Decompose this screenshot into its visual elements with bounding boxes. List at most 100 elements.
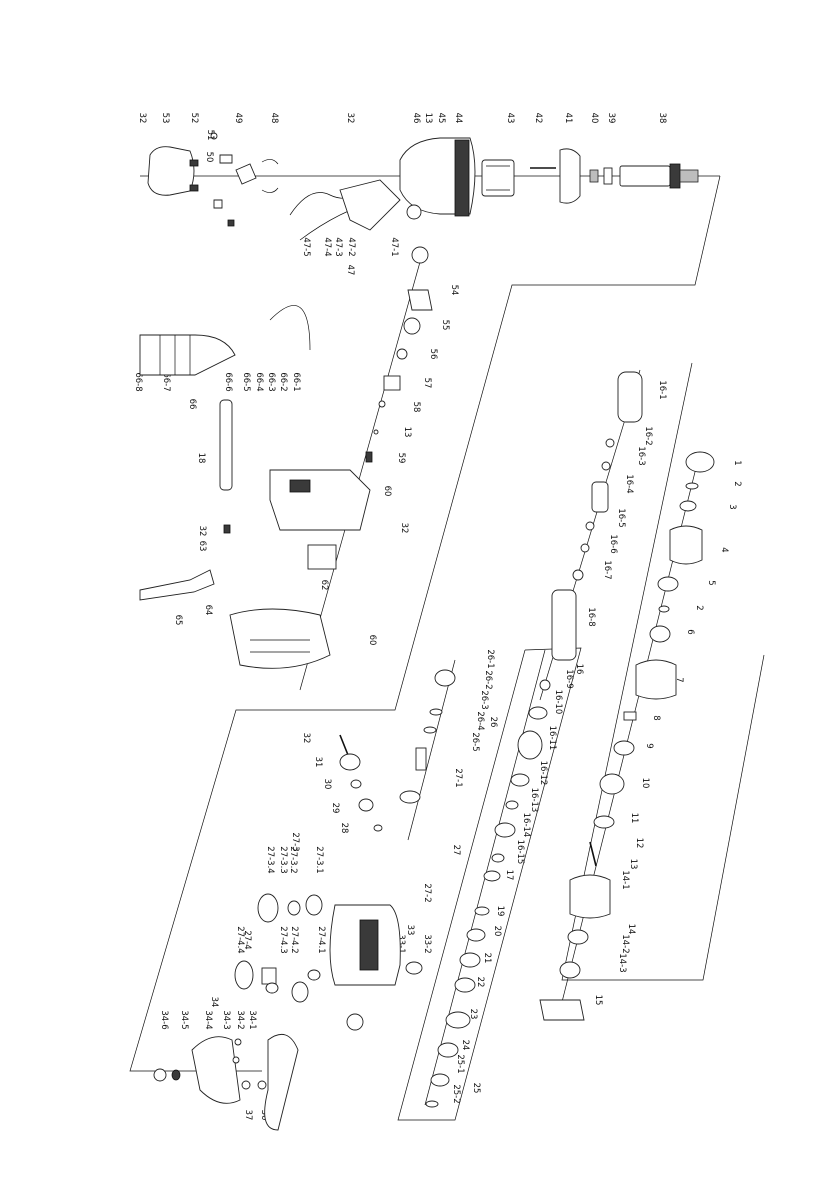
spring-10	[599, 773, 625, 795]
part-label-l37: 37	[243, 1110, 253, 1121]
section-frames	[129, 175, 765, 1121]
washer-5	[657, 576, 679, 592]
spring-6	[649, 625, 671, 643]
part-label-l58: 58	[411, 402, 421, 413]
ring-9	[613, 740, 635, 756]
ring-26-3	[429, 708, 443, 716]
spindle-group	[425, 371, 643, 1108]
marker-A1	[411, 246, 429, 264]
part-label-l8: 8	[651, 715, 661, 720]
bearing-20	[466, 928, 486, 942]
part-label-l45: 45	[436, 113, 446, 124]
part-label-l22: 22	[475, 977, 485, 988]
part-label-l66: 66	[187, 399, 197, 410]
shaft-27-3.2	[287, 900, 301, 916]
stator-43	[481, 159, 515, 197]
part-label-l66_6: 66-6	[223, 372, 233, 391]
part-label-l39: 39	[606, 113, 616, 124]
commutator-38	[679, 169, 699, 183]
part-label-l33_1: 33-1	[396, 934, 406, 953]
seal-34-6	[153, 1068, 167, 1082]
part-label-l14_3: 14-3	[617, 953, 627, 972]
part-label-l32d: 32	[197, 526, 207, 537]
part-label-l47_5: 47-5	[301, 237, 311, 256]
cover-34	[191, 1036, 241, 1104]
motor-group	[147, 132, 699, 241]
bearing-34-5	[171, 1069, 181, 1081]
cylinder-group	[153, 246, 456, 1131]
part-label-l2b: 2	[694, 605, 704, 610]
bearing-25-1	[430, 1073, 450, 1087]
ring-2b	[658, 605, 670, 613]
block-57	[383, 375, 401, 391]
part-label-l1: 1	[732, 460, 742, 465]
part-label-l27: 27	[451, 845, 461, 856]
sleeve-14-3	[559, 961, 581, 979]
part-label-l16_7: 16-7	[602, 560, 612, 579]
part-label-l27_3_1: 27-3.1	[314, 846, 324, 873]
part-label-l66_2: 66-2	[278, 372, 288, 391]
part-label-l59: 59	[396, 453, 406, 464]
clip-49c	[227, 219, 235, 227]
housing-7	[635, 659, 677, 700]
part-label-l55: 55	[440, 320, 450, 331]
part-label-l40: 40	[589, 113, 599, 124]
part-label-l25: 25	[471, 1083, 481, 1094]
part-label-l57: 57	[422, 378, 432, 389]
part-label-l13b: 13	[402, 427, 412, 438]
part-label-l49: 49	[233, 113, 243, 124]
part-label-l32b: 32	[345, 113, 355, 124]
ring-56	[396, 348, 408, 360]
ring-14-2	[567, 929, 589, 945]
ring-16-7	[572, 569, 584, 581]
switch-47	[339, 179, 401, 231]
part-label-l14: 14	[626, 924, 636, 935]
sleeve-16-4	[591, 481, 609, 513]
washer-36	[257, 1080, 267, 1090]
part-label-l16_6: 16-6	[608, 534, 618, 553]
screw-34-2	[232, 1056, 240, 1064]
part-label-l7: 7	[674, 677, 684, 682]
ring-17	[483, 870, 501, 882]
part-label-l23: 23	[468, 1009, 478, 1020]
part-label-l29: 29	[330, 803, 340, 814]
part-label-l27_2: 27-2	[422, 883, 432, 902]
part-label-l38: 38	[657, 113, 667, 124]
part-label-l3: 3	[727, 504, 737, 509]
part-label-l51: 51	[205, 130, 215, 141]
part-label-l26_3: 26-3	[479, 690, 489, 709]
part-label-l27_1: 27-1	[453, 768, 463, 787]
part-label-l11: 11	[629, 813, 639, 824]
part-label-l16_13: 16-13	[529, 788, 539, 813]
gear-housing-60	[269, 469, 371, 531]
holder-49	[235, 163, 257, 185]
part-label-l16: 16	[574, 664, 584, 675]
part-label-l47_2: 47-2	[346, 237, 356, 256]
ring-58	[378, 400, 386, 408]
part-label-l27_3_2: 27-3.2	[288, 846, 298, 873]
part-label-l16_11: 16-11	[547, 726, 557, 751]
part-label-l60a: 60	[382, 486, 392, 497]
gear-22	[454, 977, 476, 993]
part-label-l26_1: 26-1	[485, 649, 495, 668]
part-label-l64: 64	[203, 605, 213, 616]
part-label-l16_15: 16-15	[515, 840, 525, 865]
barrel-16-8	[551, 589, 577, 661]
ring-16-6	[580, 543, 590, 553]
part-label-l21: 21	[482, 953, 492, 964]
ring-16-9	[539, 679, 551, 691]
spring-54	[407, 289, 433, 311]
part-label-l27_4_3: 27-4.3	[278, 926, 288, 953]
part-label-l26: 26	[488, 717, 498, 728]
part-label-l66_7: 66-7	[161, 372, 171, 391]
guide-14-1	[569, 874, 611, 919]
part-27-4.2	[261, 967, 277, 985]
pin-12	[589, 841, 597, 867]
gear-group	[139, 289, 433, 669]
part-label-l26_2: 26-2	[483, 670, 493, 689]
part-label-l19: 19	[495, 906, 505, 917]
part-label-l4: 4	[719, 547, 729, 552]
part-label-l16_4: 16-4	[624, 474, 634, 493]
part-label-l34_6: 34-6	[159, 1010, 169, 1029]
part-label-l65: 65	[173, 615, 183, 626]
